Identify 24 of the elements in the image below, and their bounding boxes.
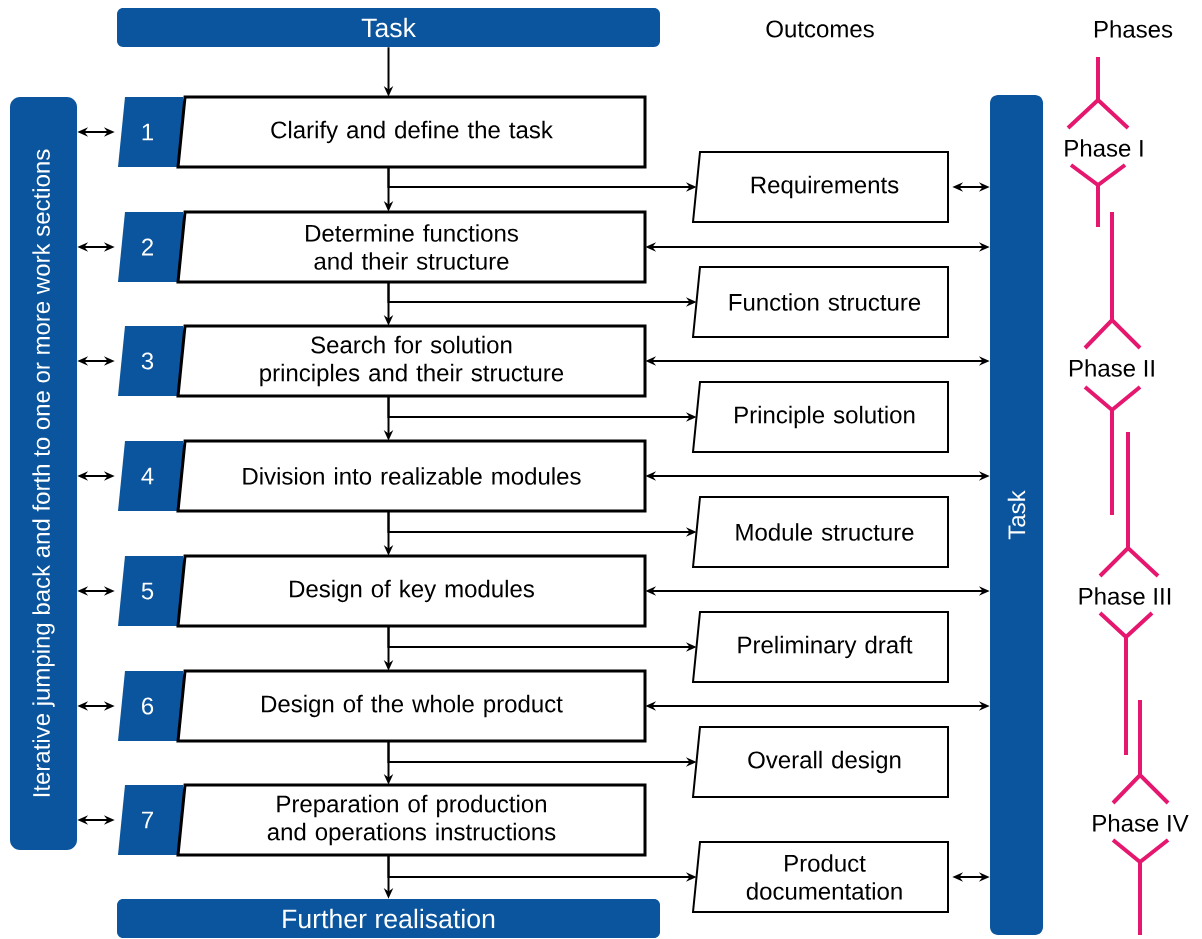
iteration-bar: Iterative jumping back and forth to one or more work sections bbox=[10, 97, 77, 850]
step-box: Design of key modules bbox=[176, 554, 647, 628]
step-box: Design of the whole product bbox=[176, 669, 647, 743]
step-number: 2 bbox=[118, 212, 183, 282]
step-number: 7 bbox=[118, 785, 183, 855]
phase-label: Phase I bbox=[1065, 139, 1143, 157]
banner-box: Task bbox=[117, 8, 660, 47]
banner-box: Further realisation bbox=[117, 899, 660, 938]
step-box: Preparation of production and operations instructions bbox=[176, 783, 647, 857]
column-heading: Phases bbox=[1094, 20, 1173, 38]
step-box: Determine functions and their structure bbox=[176, 210, 647, 284]
task-bar: Task bbox=[990, 95, 1043, 935]
phase-label: Phase III bbox=[1079, 587, 1171, 605]
step-number: 3 bbox=[118, 326, 183, 396]
step-box: Division into realizable modules bbox=[176, 439, 647, 513]
step-number: 1 bbox=[118, 97, 183, 167]
column-heading: Outcomes bbox=[766, 20, 874, 38]
phase-label: Phase IV bbox=[1093, 814, 1189, 832]
step-number: 6 bbox=[118, 671, 183, 741]
step-box: Clarify and define the task bbox=[176, 95, 647, 169]
step-box: Search for solution principles and their structure bbox=[176, 324, 647, 398]
phase-label: Phase II bbox=[1069, 359, 1154, 377]
step-number: 5 bbox=[118, 556, 183, 626]
step-number: 4 bbox=[118, 441, 183, 511]
